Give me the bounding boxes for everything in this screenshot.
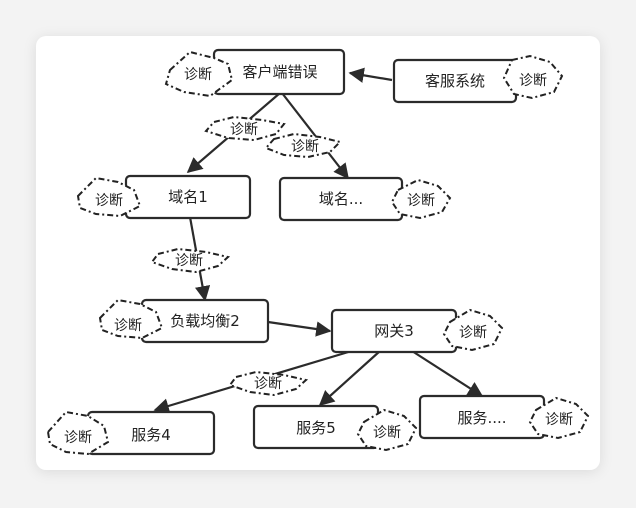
edge-gateway3-to-service5 — [318, 350, 381, 407]
svg-text:诊断: 诊断 — [459, 325, 487, 341]
node-load-balancer2[interactable]: 负载均衡2 — [140, 298, 270, 344]
svg-text:域名...: 域名... — [319, 190, 363, 208]
node-client-error[interactable]: 客户端错误 — [212, 48, 346, 96]
svg-text:负载均衡2: 负载均衡2 — [170, 312, 240, 330]
node-diagnose-badge[interactable]: 诊断 — [46, 410, 110, 456]
svg-text:服务....: 服务.... — [457, 409, 506, 427]
node-diagnose-badge[interactable]: 诊断 — [76, 176, 142, 218]
node-diagnose-badge[interactable]: 诊断 — [502, 54, 564, 100]
node-domain-more[interactable]: 域名... — [278, 176, 404, 222]
svg-text:诊断: 诊断 — [230, 122, 258, 138]
node-domain1[interactable]: 域名1 — [124, 174, 252, 220]
edge-diagnose-badge[interactable]: 诊断 — [204, 115, 286, 142]
node-service4[interactable]: 服务4 — [86, 410, 216, 456]
svg-text:诊断: 诊断 — [291, 139, 319, 155]
node-support-system[interactable]: 客服系统 — [392, 58, 518, 104]
node-diagnose-badge[interactable]: 诊断 — [528, 396, 590, 440]
svg-text:客户端错误: 客户端错误 — [242, 63, 317, 81]
svg-text:诊断: 诊断 — [254, 376, 282, 392]
svg-text:诊断: 诊断 — [184, 67, 212, 83]
svg-text:诊断: 诊断 — [407, 193, 435, 209]
node-gateway3[interactable]: 网关3 — [330, 308, 458, 354]
edge-diagnose-badge[interactable]: 诊断 — [150, 247, 231, 274]
svg-text:诊断: 诊断 — [64, 430, 92, 446]
svg-text:服务4: 服务4 — [131, 426, 171, 444]
edge-client-to-domain-more — [281, 92, 349, 180]
svg-text:诊断: 诊断 — [95, 193, 123, 209]
node-service-more[interactable]: 服务.... — [418, 394, 546, 440]
node-diagnose-badge[interactable]: 诊断 — [164, 50, 234, 98]
svg-text:诊断: 诊断 — [519, 73, 547, 89]
svg-text:域名1: 域名1 — [168, 188, 208, 206]
svg-text:诊断: 诊断 — [175, 253, 203, 269]
node-diagnose-badge[interactable]: 诊断 — [356, 408, 418, 452]
svg-text:客服系统: 客服系统 — [425, 72, 485, 90]
edge-diagnose-badge[interactable]: 诊断 — [264, 132, 342, 159]
edge-lb2-to-gateway3 — [267, 320, 332, 337]
svg-text:诊断: 诊断 — [545, 412, 573, 428]
svg-text:网关3: 网关3 — [374, 322, 414, 340]
svg-text:诊断: 诊断 — [373, 425, 401, 441]
node-service5[interactable]: 服务5 — [252, 404, 380, 450]
edge-diagnose-badge[interactable]: 诊断 — [228, 370, 309, 397]
node-diagnose-badge[interactable]: 诊断 — [390, 178, 452, 220]
edge-support-to-client — [348, 67, 393, 83]
edge-gateway3-to-service-more — [411, 350, 484, 397]
svg-text:服务5: 服务5 — [296, 419, 336, 437]
svg-text:诊断: 诊断 — [114, 318, 142, 334]
node-diagnose-badge[interactable]: 诊断 — [442, 308, 504, 352]
node-diagnose-badge[interactable]: 诊断 — [98, 298, 164, 340]
